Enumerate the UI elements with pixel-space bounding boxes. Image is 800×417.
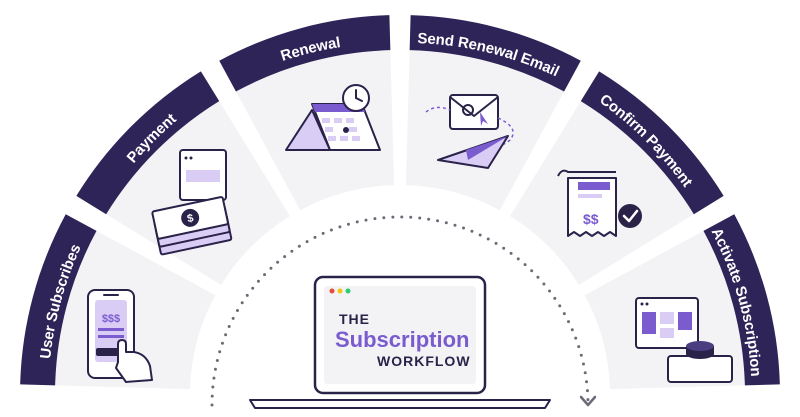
calendar-clock-icon xyxy=(285,84,381,151)
receipt-check-icon: $$ xyxy=(557,169,642,237)
band-4 xyxy=(409,15,581,92)
band-3 xyxy=(219,15,391,92)
flow-arrow-icon xyxy=(579,395,597,407)
svg-text:$: $ xyxy=(186,212,194,225)
dotted-flow-arc xyxy=(210,215,590,407)
center-title-line3: WORKFLOW xyxy=(377,353,471,369)
band-1 xyxy=(20,214,97,386)
laptop-illustration: THE Subscription WORKFLOW xyxy=(249,275,551,409)
center-title-line1: THE xyxy=(339,311,370,327)
center-title-line2: Subscription xyxy=(335,327,469,352)
band-6 xyxy=(703,214,780,386)
band-2 xyxy=(76,71,220,215)
band-5 xyxy=(580,71,724,215)
dashboard-button-icon xyxy=(635,297,733,383)
receipt-price-text: $$ xyxy=(583,211,599,227)
email-paper-plane-icon xyxy=(425,94,514,169)
sector-4 xyxy=(405,50,565,211)
cash-stack-icon: $ xyxy=(151,149,233,256)
phone-price-text: $$$ xyxy=(102,313,120,325)
phone-payment-icon: $$$ xyxy=(87,289,153,383)
